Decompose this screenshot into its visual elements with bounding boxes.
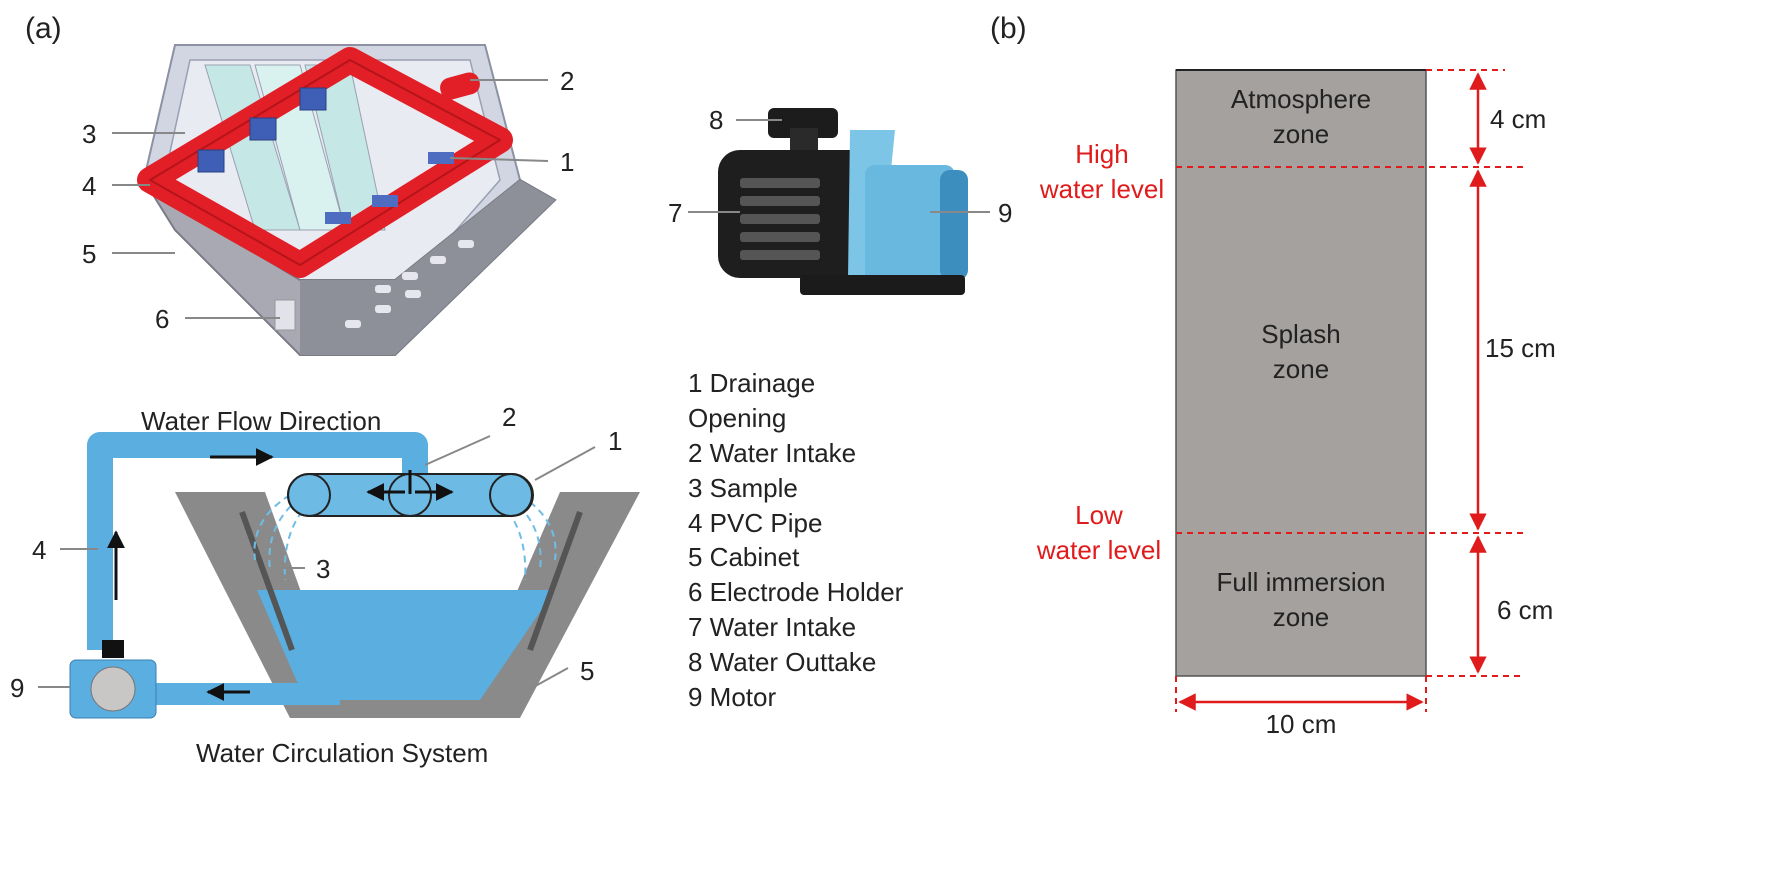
callout-7: 7 <box>668 198 682 228</box>
flow-callout-5: 5 <box>580 656 594 686</box>
flow-callout-2: 2 <box>502 402 516 432</box>
dimension-immersion: 6 cm <box>1497 595 1553 625</box>
splash-zone-label-2: zone <box>1273 354 1329 384</box>
circulation-callouts <box>38 435 596 690</box>
splash-zone-label-1: Splash <box>1261 319 1341 349</box>
legend-item-1: 1 Drainage <box>688 368 815 398</box>
callout-5: 5 <box>82 239 96 269</box>
legend-item-4: 4 PVC Pipe <box>688 508 822 538</box>
system-title: Water Circulation System <box>196 738 488 768</box>
pump-callouts <box>688 119 990 213</box>
immersion-zone-label-2: zone <box>1273 602 1329 632</box>
panel-a-label: (a) <box>25 12 62 45</box>
circulation-schematic <box>69 432 640 719</box>
pump-illustration <box>718 108 968 295</box>
specimen-zones <box>1175 69 1427 677</box>
cabinet-3d-illustration <box>137 44 557 356</box>
legend-item-6: 6 Electrode Holder <box>688 577 904 607</box>
dimension-arrows <box>1178 72 1487 711</box>
low-water-label-2: water level <box>1036 535 1161 565</box>
callout-1: 1 <box>560 147 574 177</box>
immersion-zone-label-1: Full immersion <box>1216 567 1385 597</box>
callout-8: 8 <box>709 105 723 135</box>
callout-4: 4 <box>82 171 96 201</box>
atmosphere-zone-label-1: Atmosphere <box>1231 84 1371 114</box>
dimension-splash: 15 cm <box>1485 333 1556 363</box>
dimension-width: 10 cm <box>1266 709 1337 739</box>
flow-title: Water Flow Direction <box>141 406 381 436</box>
callout-3: 3 <box>82 119 96 149</box>
legend-item-7: 7 Water Intake <box>688 612 856 642</box>
level-lines <box>1175 69 1525 712</box>
panel-b-label: (b) <box>990 12 1027 45</box>
legend-item-9: 9 Motor <box>688 682 776 712</box>
callout-9: 9 <box>998 198 1012 228</box>
legend-item-5: 5 Cabinet <box>688 542 800 572</box>
low-water-label-1: Low <box>1075 500 1123 530</box>
flow-callout-1: 1 <box>608 426 622 456</box>
atmosphere-zone-label-2: zone <box>1273 119 1329 149</box>
high-water-label-1: High <box>1075 139 1128 169</box>
legend-item-2: 2 Water Intake <box>688 438 856 468</box>
legend-item-1-cont: Opening <box>688 403 786 433</box>
high-water-label-2: water level <box>1039 174 1164 204</box>
flow-callout-3: 3 <box>316 554 330 584</box>
legend-item-8: 8 Water Outtake <box>688 647 876 677</box>
component-legend: 1 Drainage Opening 2 Water Intake 3 Samp… <box>688 368 904 712</box>
flow-callout-9: 9 <box>10 673 24 703</box>
flow-callout-4: 4 <box>32 535 46 565</box>
specimen-block <box>1175 69 1427 677</box>
legend-item-3: 3 Sample <box>688 473 798 503</box>
cabinet-callouts <box>112 79 549 319</box>
dimension-atmosphere: 4 cm <box>1490 104 1546 134</box>
callout-2: 2 <box>560 66 574 96</box>
callout-6: 6 <box>155 304 169 334</box>
